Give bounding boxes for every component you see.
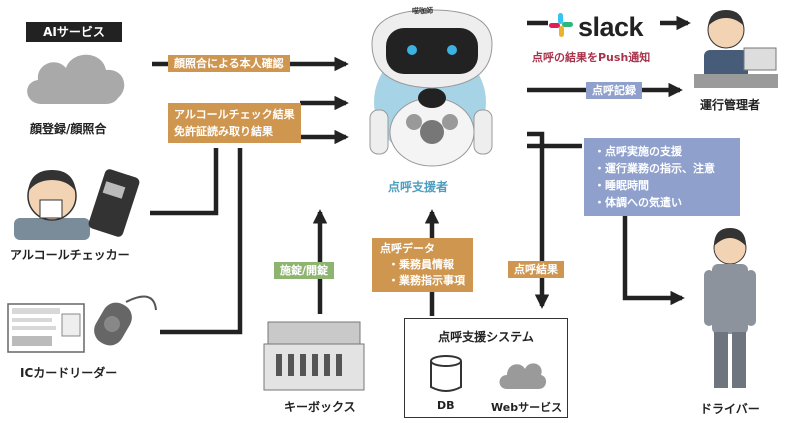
ic-reader-label: ICカードリーダー	[20, 366, 118, 380]
rollcall-result-tag: 点呼結果	[508, 261, 564, 278]
support-tag: ・点呼実施の支援 ・運行業務の指示、注意 ・睡眠時間 ・体調への気遣い	[584, 138, 740, 216]
database-icon	[430, 355, 462, 392]
rollcall-data-tag: 点呼データ ・乗務員情報 ・業務指示事項	[372, 238, 473, 292]
support-item: ・睡眠時間	[594, 179, 649, 192]
db-label: DB	[437, 399, 455, 412]
slack-logo-icon	[549, 13, 573, 37]
driver-icon	[704, 228, 756, 388]
arrow-driver	[622, 212, 685, 306]
slack-logo-text: slack	[578, 12, 644, 42]
manager-icon	[694, 10, 778, 88]
rollcall-record-tag: 点呼記録	[586, 82, 642, 99]
alcohol-result-text: アルコールチェック結果	[174, 108, 295, 121]
web-cloud-icon	[499, 363, 547, 389]
alcohol-checker-person-icon	[14, 169, 140, 240]
line-alcohol-checker	[150, 148, 219, 216]
ai-service-badge: AIサービス	[26, 22, 122, 42]
alcohol-checker-label: アルコールチェッカー	[10, 248, 130, 262]
arrow-robot-system	[527, 131, 550, 309]
license-result-text: 免許証読み取り結果	[174, 125, 273, 138]
lock-tag: 施錠/開錠	[274, 262, 335, 279]
support-item: ・点呼実施の支援	[594, 145, 682, 158]
key-box-icon	[263, 321, 365, 391]
alcohol-license-tag: アルコールチェック結果 免許証読み取り結果	[168, 103, 301, 143]
ai-service-label: 顔登録/顔照合	[30, 122, 107, 136]
push-note: 点呼の結果をPush通知	[532, 51, 651, 64]
face-check-tag: 顔照合による本人確認	[168, 55, 290, 72]
driver-label: ドライバー	[700, 402, 760, 416]
web-service-label: Webサービス	[491, 401, 563, 414]
system-title: 点呼支援システム	[438, 330, 534, 344]
cloud-icon	[27, 54, 125, 104]
manager-label: 運行管理者	[700, 98, 761, 112]
support-item: ・運行業務の指示、注意	[594, 162, 715, 175]
robot-head-text: 喵咖師	[412, 7, 433, 15]
line-ic-reader	[160, 148, 243, 335]
rollcall-data-title: 点呼データ	[380, 242, 435, 255]
rollcall-data-item: ・乗務員情報	[388, 258, 454, 271]
rollcall-data-item: ・業務指示事項	[388, 274, 465, 287]
rollcall-system-box: 点呼支援システム DB Webサービス	[404, 318, 568, 418]
robot-icon	[369, 9, 493, 167]
robot-label: 点呼支援者	[388, 180, 449, 194]
support-item: ・体調への気遣い	[594, 196, 682, 209]
ic-card-reader-icon	[7, 295, 157, 353]
key-box-label: キーボックス	[284, 400, 356, 414]
